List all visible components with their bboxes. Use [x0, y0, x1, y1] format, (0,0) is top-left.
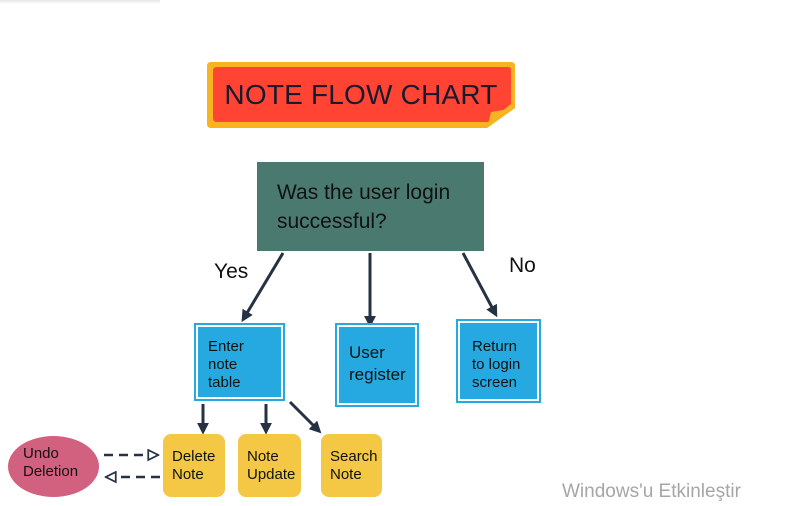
branch-label-yes: Yes: [214, 260, 249, 283]
node-undo-deletion: Undo Deletion: [8, 436, 99, 497]
node-delete-note: Delete Note: [163, 434, 225, 497]
node-note-update: Note Update: [238, 434, 301, 497]
decision-login-successful: Was the user login successful?: [257, 162, 484, 251]
title-banner-shape: [207, 62, 515, 128]
window-edge-shadow: [0, 0, 160, 4]
arrow-enter-note-to-search: [288, 400, 322, 434]
arrow-decision-to-enter-note: [241, 252, 285, 323]
node-return-to-login: Return to login screen: [456, 319, 541, 403]
activation-watermark: Windows'u Etkinleştir: [562, 481, 741, 502]
chart-title: NOTE FLOW CHART: [224, 79, 498, 110]
arrow-decision-to-return-login: [461, 252, 498, 318]
title-banner: NOTE FLOW CHART: [205, 60, 517, 130]
node-search-note: Search Note: [321, 434, 382, 497]
branch-label-no: No: [509, 254, 536, 277]
node-enter-note-table: Enter note table: [194, 323, 285, 401]
node-user-register: User register: [335, 323, 419, 407]
